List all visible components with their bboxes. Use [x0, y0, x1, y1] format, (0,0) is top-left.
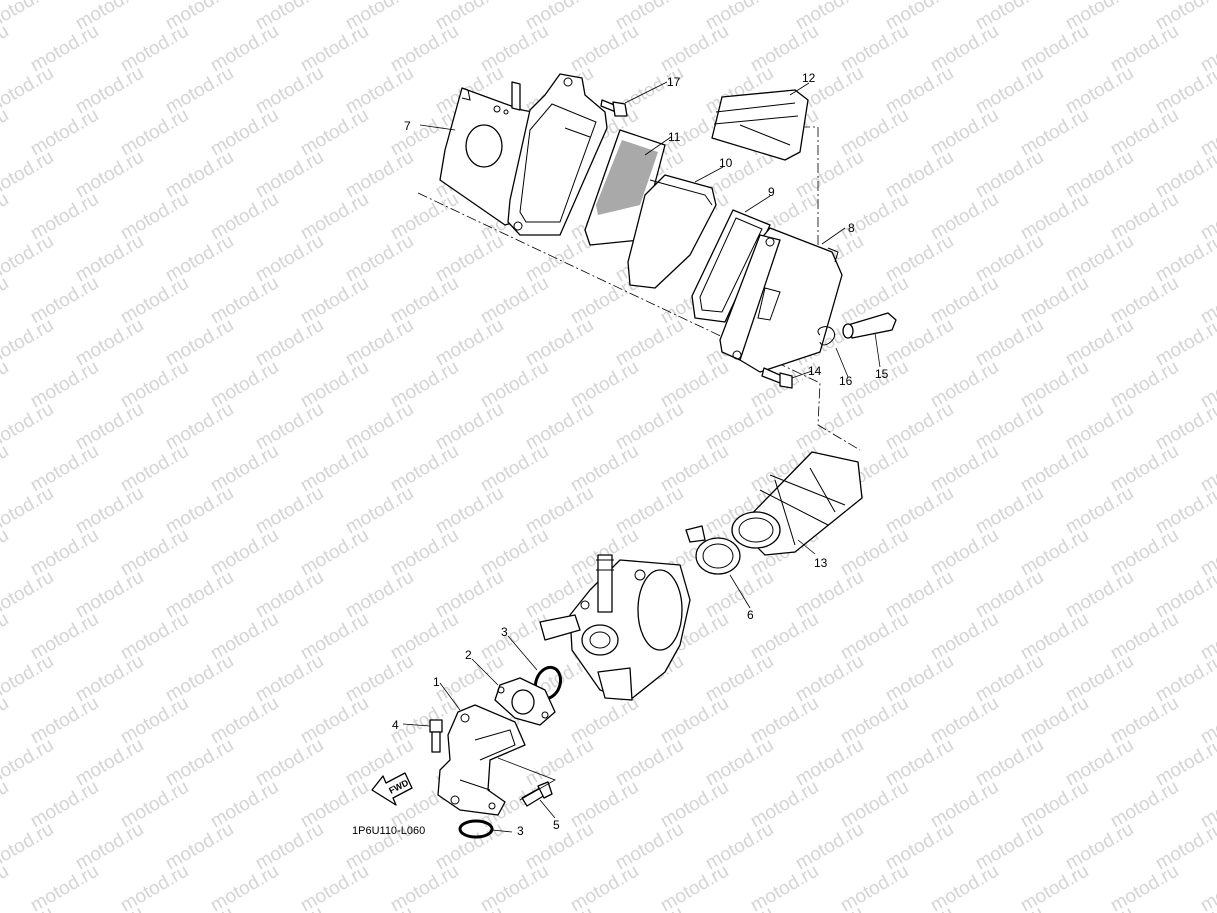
- watermark-text: motod.ru: [1062, 903, 1137, 913]
- callout-17: 17: [667, 75, 681, 89]
- watermark-text: motod.ru: [657, 861, 732, 913]
- watermark-text: motod.ru: [792, 903, 867, 913]
- callout-15: 15: [875, 367, 889, 381]
- watermark-text: motod.ru: [1017, 861, 1092, 913]
- watermark-text: motod.ru: [567, 861, 642, 913]
- watermark-text: motod.ru: [0, 861, 12, 913]
- watermark-text: motod.ru: [432, 903, 507, 913]
- callout-6: 6: [747, 608, 754, 622]
- watermark-text: motod.ru: [0, 693, 12, 749]
- watermark-text: motod.ru: [0, 357, 12, 413]
- watermark-text: motod.ru: [0, 525, 12, 581]
- part-3-o-ring-lower[interactable]: [458, 819, 494, 839]
- watermark-text: motod.ru: [0, 735, 57, 791]
- watermark-text: motod.ru: [0, 147, 57, 203]
- part-12-duct-joint[interactable]: [711, 89, 809, 161]
- leader-lines: [402, 81, 881, 833]
- part-15-drain-pipe[interactable]: [842, 312, 897, 339]
- watermark-text: motod.ru: [0, 273, 12, 329]
- watermark-text: motod.ru: [27, 861, 102, 913]
- watermark-text: motod.ru: [0, 609, 12, 665]
- callout-9: 9: [768, 185, 775, 199]
- watermark-text: motod.ru: [612, 903, 687, 913]
- callout-1: 1: [433, 675, 440, 689]
- watermark-text: motod.ru: [207, 861, 282, 913]
- watermark-text: motod.ru: [0, 399, 57, 455]
- watermark-text: motod.ru: [0, 0, 57, 34]
- callout-8: 8: [848, 221, 855, 235]
- watermark-text: motod.ru: [117, 861, 192, 913]
- callout-2: 2: [465, 648, 472, 662]
- part-10-element[interactable]: [627, 174, 717, 289]
- watermark-text: motod.ru: [0, 819, 57, 875]
- watermark-text: motod.ru: [837, 861, 912, 913]
- watermark-text: motod.ru: [72, 903, 147, 913]
- callout-13: 13: [814, 556, 828, 570]
- callout-labels: 7 17 12 11 10 9 8 14 16 15 13 6 3 2 1 4 …: [392, 71, 889, 838]
- watermark-text: motod.ru: [972, 903, 1047, 913]
- callout-7: 7: [404, 119, 411, 133]
- watermark-text: motod.ru: [0, 483, 57, 539]
- callout-12: 12: [802, 71, 816, 85]
- part-16-clip[interactable]: [817, 326, 836, 346]
- watermark-text: motod.ru: [162, 903, 237, 913]
- watermark-text: motod.ru: [882, 903, 957, 913]
- part-9-seal[interactable]: [691, 209, 771, 323]
- part-1-intake-manifold[interactable]: [437, 704, 526, 816]
- watermark-text: motod.ru: [0, 231, 57, 287]
- part-2-insulator[interactable]: [494, 677, 556, 726]
- watermark-text: motod.ru: [0, 777, 12, 833]
- watermark-text: motod.ru: [0, 651, 57, 707]
- watermark-text: motod.ru: [0, 315, 57, 371]
- part-4-bolt[interactable]: [429, 719, 443, 753]
- watermark-text: motod.ru: [702, 903, 777, 913]
- part-17-screw[interactable]: [600, 99, 628, 117]
- watermark-text: motod.ru: [342, 903, 417, 913]
- part-13-intake-joint[interactable]: [731, 451, 863, 556]
- watermark-text: motod.ru: [0, 567, 57, 623]
- part-5-bolt[interactable]: [521, 781, 553, 807]
- forward-direction-arrow: FWD: [371, 772, 413, 806]
- callout-11: 11: [668, 130, 681, 144]
- watermark-text: motod.ru: [387, 861, 462, 913]
- callout-4: 4: [392, 718, 399, 732]
- filter-case-gasket: [507, 73, 608, 236]
- watermark-text: motod.ru: [927, 861, 1002, 913]
- carburetor-assembly: [429, 451, 863, 839]
- callout-16: 16: [839, 374, 853, 388]
- watermark-text: motod.ru: [0, 189, 12, 245]
- manifold-guide-line: [497, 757, 556, 801]
- watermark-text: motod.ru: [477, 861, 552, 913]
- watermark-text: motod.ru: [0, 21, 12, 77]
- callout-14: 14: [808, 364, 822, 378]
- callout-10: 10: [719, 156, 733, 170]
- assembly-guide-line-upper: [800, 126, 819, 260]
- callout-5: 5: [553, 818, 560, 832]
- watermark-text: motod.ru: [747, 861, 822, 913]
- part-6-hose-clamp[interactable]: [685, 525, 741, 575]
- watermark-text: motod.ru: [297, 861, 372, 913]
- part-8-filter-cap[interactable]: [719, 227, 843, 373]
- watermark-text: motod.ru: [522, 903, 597, 913]
- watermark-text: motod.ru: [0, 63, 57, 119]
- air-filter-assembly: [417, 73, 897, 451]
- watermark-text: motod.ru: [0, 441, 12, 497]
- assembly-guide-line: [417, 192, 861, 451]
- part-14-screw[interactable]: [761, 367, 793, 389]
- watermark-text: motod.ru: [252, 903, 327, 913]
- watermark-text: motod.ru: [0, 105, 12, 161]
- diagram-code: 1P6U110-L060: [352, 825, 425, 837]
- watermark-text: motod.ru: [1107, 861, 1182, 913]
- callout-3-upper: 3: [501, 625, 508, 639]
- callout-3-lower: 3: [517, 824, 524, 838]
- carburetor-body: [539, 554, 691, 701]
